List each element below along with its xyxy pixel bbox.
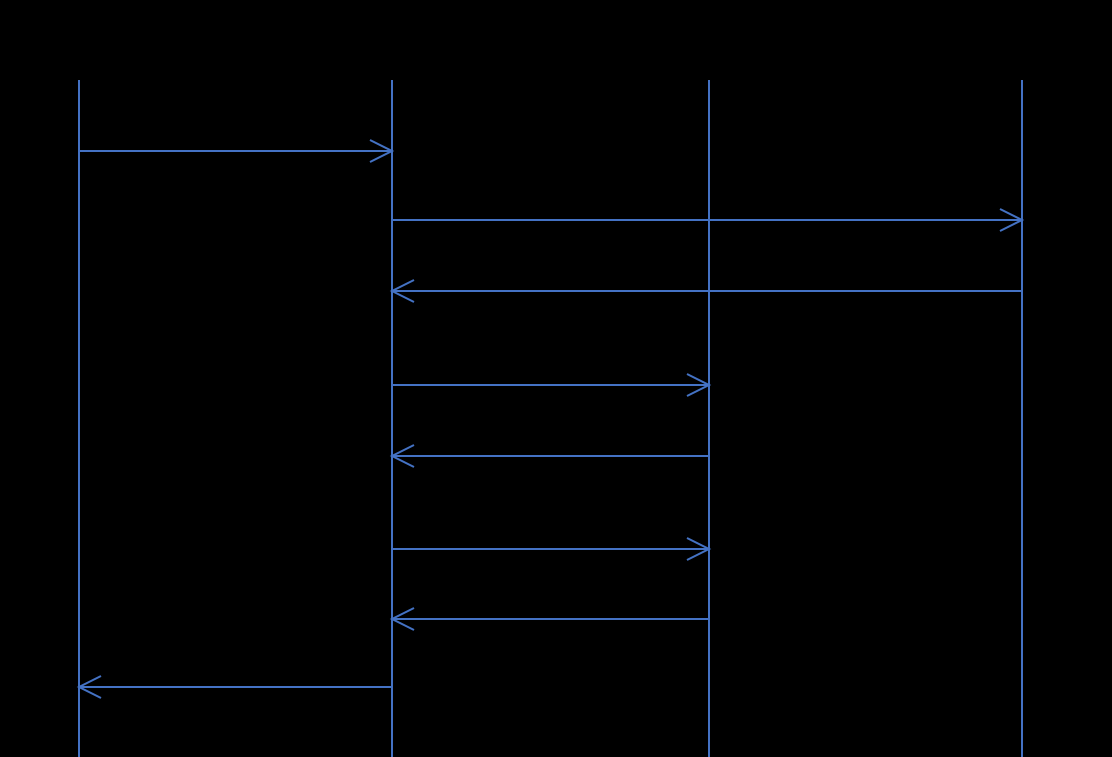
message-arrowhead-8: [76, 675, 102, 699]
message-arrowhead-5: [389, 444, 415, 468]
lifelines-group: [78, 80, 1023, 757]
message-arrowhead-6: [686, 537, 712, 561]
message-2: [392, 208, 1025, 232]
message-arrowhead-3: [389, 279, 415, 303]
message-3: [389, 279, 1022, 303]
message-4: [392, 373, 712, 397]
message-8: [76, 675, 392, 699]
message-5: [389, 444, 709, 468]
messages-group: [76, 139, 1025, 699]
message-7: [389, 607, 709, 631]
message-arrowhead-1: [369, 139, 395, 163]
message-6: [392, 537, 712, 561]
message-arrowhead-7: [389, 607, 415, 631]
message-arrowhead-4: [686, 373, 712, 397]
message-1: [79, 139, 395, 163]
message-arrowhead-2: [999, 208, 1025, 232]
